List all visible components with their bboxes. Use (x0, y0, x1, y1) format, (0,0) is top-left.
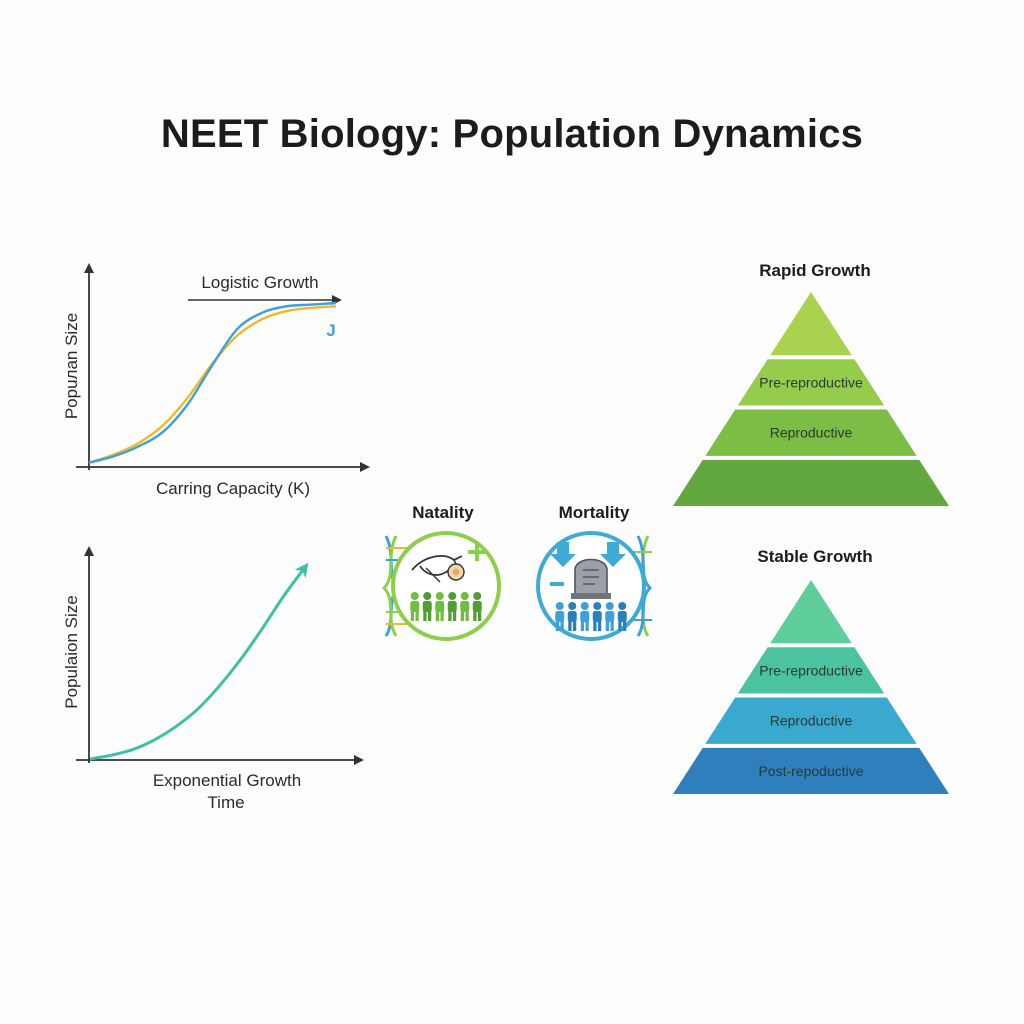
pyramid-tier (770, 292, 852, 356)
exponential-chart: Populaion Size Exponential Growth Time (62, 546, 364, 812)
logistic-curve-label: Logistic Growth (201, 273, 318, 292)
mortality-group: Mortality (536, 503, 653, 641)
person-icon (555, 602, 565, 631)
pyramid-tier-label: Reproductive (770, 713, 853, 729)
person-icon (410, 592, 420, 621)
people-group-icon (555, 602, 627, 631)
exponential-y-label: Populaion Size (62, 595, 81, 708)
logistic-y-label: Popuлan Size (62, 313, 81, 419)
pyramid-tier (737, 647, 885, 694)
person-icon (592, 602, 602, 631)
pyramid-tier-label: Post-repoductive (758, 763, 863, 779)
rapid-pyramid-title: Rapid Growth (759, 261, 870, 280)
pyramid-tier (737, 359, 885, 406)
pyramid-tier (673, 459, 949, 506)
plus-icon (468, 543, 486, 561)
person-icon (422, 592, 432, 621)
pyramid-tier (770, 580, 852, 644)
natality-ring (391, 531, 501, 641)
pyramid-tier-label: Reproductive (770, 425, 853, 441)
pyramid-tier (705, 697, 917, 744)
stable-pyramid-title: Stable Growth (757, 547, 872, 566)
pyramid-tier (705, 409, 917, 456)
exponential-x-label-2: Time (207, 793, 244, 812)
logistic-marker-j: J (326, 321, 335, 340)
person-icon (605, 602, 615, 631)
exponential-series-line (89, 562, 309, 761)
logistic-chart: Logistic Growth J Popuлan Size Carring C… (62, 263, 370, 498)
person-icon (447, 592, 457, 621)
person-icon (580, 602, 590, 631)
logistic-series-line (88, 305, 337, 464)
person-icon (472, 592, 482, 621)
person-icon (435, 592, 445, 621)
stork-with-baby-icon (411, 555, 465, 583)
exponential-x-label-1: Exponential Growth (153, 771, 301, 790)
pyramid-tier (673, 747, 949, 794)
person-icon (460, 592, 470, 621)
pyramid-tier-label: Pre-reproductive (759, 662, 863, 678)
page-title: NEET Biology: Population Dynamics (160, 112, 864, 156)
logistic-series-line (88, 301, 337, 464)
down-arrow-icon (550, 542, 626, 567)
logistic-x-label: Carring Capacity (K) (156, 479, 310, 498)
person-icon (567, 602, 577, 631)
person-icon (617, 602, 627, 631)
pyramid-tier-label: Pre-reproductive (759, 374, 863, 390)
natality-label: Natality (412, 503, 474, 522)
stable-growth-pyramid: Pre-reproductiveReproductivePost-repoduc… (673, 580, 949, 794)
tombstone-icon (571, 558, 611, 599)
natality-group: Natality (381, 503, 501, 641)
people-group-icon (410, 592, 482, 621)
mortality-label: Mortality (559, 503, 630, 522)
